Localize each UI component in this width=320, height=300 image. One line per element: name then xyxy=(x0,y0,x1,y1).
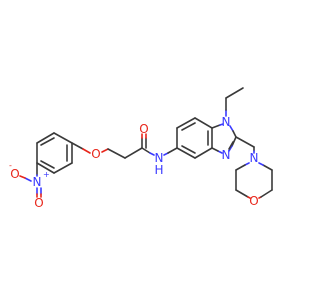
ether-o-label: O xyxy=(91,147,100,161)
amide-n-label: N xyxy=(155,151,164,165)
benzimidazole-n1-label: N xyxy=(222,115,231,129)
morpholine-o-label: O xyxy=(249,194,258,208)
nitro-o-bottom-label: O xyxy=(34,196,43,210)
linker-chain xyxy=(71,133,178,159)
molecule-canvas: N + O - O O O N H N N N O xyxy=(9,87,273,210)
structure-diagram: N + O - O O O N H N N N O xyxy=(9,87,273,210)
benzimidazole-benzene xyxy=(176,117,213,159)
atom-labels: N + O - O O O N H N N N O xyxy=(9,115,259,210)
benzimidazole-n3-label: N xyxy=(222,148,231,162)
nitro-n-charge: + xyxy=(43,170,50,179)
ethyl-group xyxy=(225,87,244,117)
nitro-n-label: N xyxy=(33,175,42,189)
carbonyl-o-label: O xyxy=(139,122,148,136)
methylene-bridge xyxy=(235,136,255,154)
nitrophenyl-ring xyxy=(36,132,73,174)
morpholine-n-label: N xyxy=(250,151,259,165)
morpholine-ring xyxy=(235,162,273,199)
imidazole-ring xyxy=(211,123,237,154)
amide-h-label: H xyxy=(154,163,163,177)
nitro-group xyxy=(19,162,42,198)
nitro-o-top-label: O xyxy=(10,167,19,181)
nitro-o-top-charge: - xyxy=(9,161,12,170)
